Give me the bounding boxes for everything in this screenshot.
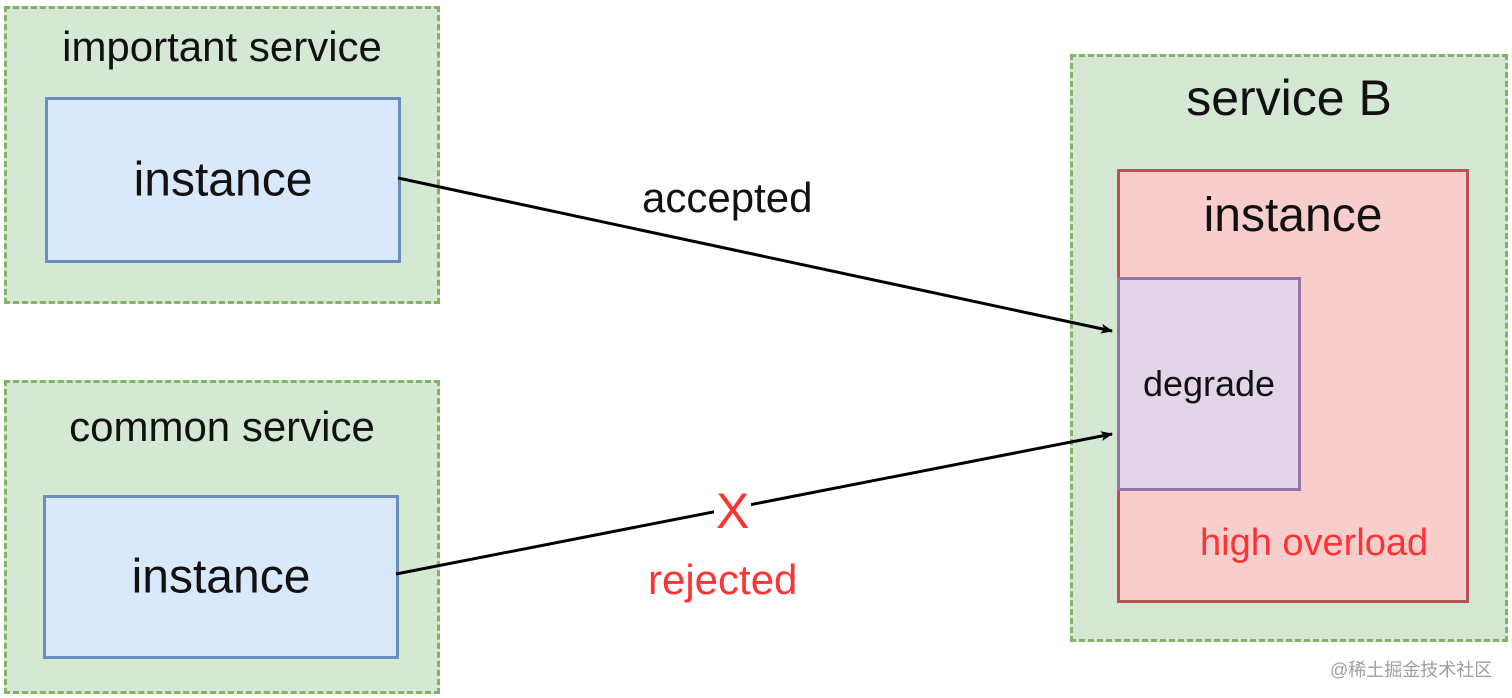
service-b-title: service B xyxy=(1186,70,1392,126)
service-b-instance-label: instance xyxy=(1203,189,1383,242)
important-service-group: important service instance xyxy=(4,6,440,304)
degrade-box: degrade xyxy=(1117,277,1301,491)
degrade-label: degrade xyxy=(1142,363,1276,404)
accepted-arrow xyxy=(397,176,1113,334)
important-service-title: important service xyxy=(62,23,382,70)
service-b-group: service B instance high overload degrade xyxy=(1070,54,1508,642)
common-service-title: common service xyxy=(69,403,375,450)
watermark: @稀土掘金技术社区 xyxy=(1330,660,1493,680)
rejected-arrow xyxy=(395,431,1113,576)
rejected-x-mark: X xyxy=(714,483,752,539)
accepted-label: accepted xyxy=(642,174,813,221)
important-service-instance: instance xyxy=(45,97,401,263)
common-service-instance-label: instance xyxy=(131,550,311,604)
important-service-instance-label: instance xyxy=(133,153,313,207)
common-service-group: common service instance xyxy=(4,380,440,694)
common-service-instance: instance xyxy=(43,495,399,659)
rejected-label: rejected xyxy=(648,556,798,603)
high-overload-label: high overload xyxy=(1200,522,1429,564)
